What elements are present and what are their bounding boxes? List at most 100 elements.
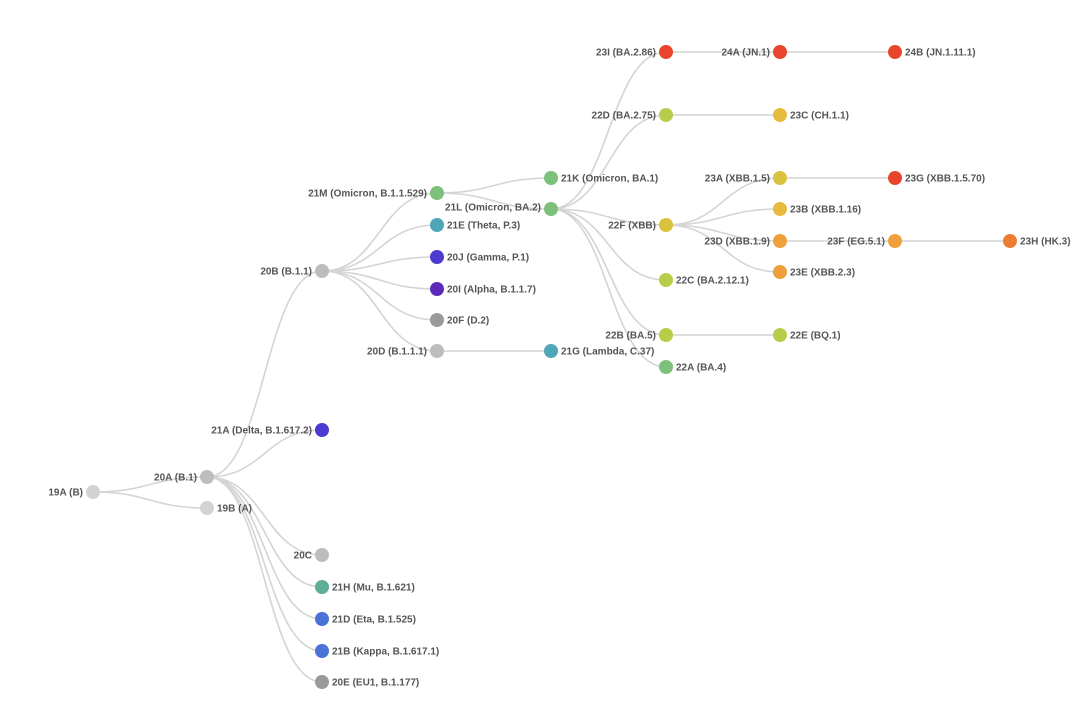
clade-node-21k[interactable] xyxy=(544,171,558,185)
clade-node-22b[interactable] xyxy=(659,328,673,342)
clade-node-23b[interactable] xyxy=(773,202,787,216)
clade-label-20e: 20E (EU1, B.1.177) xyxy=(332,678,419,689)
edge-20a-to-21h xyxy=(206,476,323,588)
clade-label-23b: 23B (XBB.1.16) xyxy=(790,205,861,216)
clade-label-23g: 23G (XBB.1.5.70) xyxy=(905,174,985,185)
edge-22f-to-23b xyxy=(665,208,781,226)
clade-node-20i[interactable] xyxy=(430,282,444,296)
edge-21l-to-23i xyxy=(550,51,667,210)
clade-label-23f: 23F (EG.5.1) xyxy=(827,237,885,248)
clade-label-19b: 19B (A) xyxy=(217,504,252,515)
clade-label-23c: 23C (CH.1.1) xyxy=(790,111,849,122)
clade-nodes xyxy=(86,45,1017,689)
edge-21l-to-22b xyxy=(550,208,667,336)
edge-19a-to-19b xyxy=(92,491,208,509)
clade-node-21a[interactable] xyxy=(315,423,329,437)
clade-label-24a: 24A (JN.1) xyxy=(721,48,770,59)
clade-label-20a: 20A (B.1) xyxy=(154,473,197,484)
clade-node-22d[interactable] xyxy=(659,108,673,122)
clade-label-23h: 23H (HK.3) xyxy=(1020,237,1071,248)
clade-node-24a[interactable] xyxy=(773,45,787,59)
clade-label-22b: 22B (BA.5) xyxy=(605,331,656,342)
edge-21l-to-22a xyxy=(550,208,667,368)
edge-20b-to-20i xyxy=(321,270,438,290)
clade-label-22e: 22E (BQ.1) xyxy=(790,331,841,342)
edge-20b-to-21e xyxy=(321,224,438,272)
clade-node-20f[interactable] xyxy=(430,313,444,327)
clade-node-23a[interactable] xyxy=(773,171,787,185)
edge-19a-to-20a xyxy=(92,476,208,493)
clade-node-21l[interactable] xyxy=(544,202,558,216)
clade-label-22a: 22A (BA.4) xyxy=(676,363,726,374)
clade-node-21m[interactable] xyxy=(430,186,444,200)
edge-21m-to-21l xyxy=(436,192,552,210)
clade-node-22a[interactable] xyxy=(659,360,673,374)
clade-node-20b[interactable] xyxy=(315,264,329,278)
edge-20a-to-20b xyxy=(206,270,323,478)
clade-node-21e[interactable] xyxy=(430,218,444,232)
clade-label-20j: 20J (Gamma, P.1) xyxy=(447,253,529,264)
edge-20b-to-20f xyxy=(321,270,438,321)
clade-node-23e[interactable] xyxy=(773,265,787,279)
clade-label-22d: 22D (BA.2.75) xyxy=(592,111,656,122)
clade-label-19a: 19A (B) xyxy=(48,488,83,499)
clade-node-20e[interactable] xyxy=(315,675,329,689)
clade-label-20b: 20B (B.1.1) xyxy=(260,267,312,278)
clade-label-21b: 21B (Kappa, B.1.617.1) xyxy=(332,647,439,658)
clade-node-19a[interactable] xyxy=(86,485,100,499)
clade-node-23f[interactable] xyxy=(888,234,902,248)
clade-label-20i: 20I (Alpha, B.1.1.7) xyxy=(447,285,536,296)
clade-label-23i: 23I (BA.2.86) xyxy=(596,48,656,59)
edge-21m-to-21k xyxy=(436,177,552,194)
clade-node-22f[interactable] xyxy=(659,218,673,232)
edge-20a-to-20c xyxy=(206,476,323,556)
clade-label-20d: 20D (B.1.1.1) xyxy=(367,347,427,358)
edge-22f-to-23e xyxy=(665,224,781,273)
clade-label-20c: 20C xyxy=(294,551,312,562)
edge-20a-to-20e xyxy=(206,476,323,683)
clade-label-21g: 21G (Lambda, C.37) xyxy=(561,347,654,358)
clade-node-23g[interactable] xyxy=(888,171,902,185)
clade-node-24b[interactable] xyxy=(888,45,902,59)
clade-label-21h: 21H (Mu, B.1.621) xyxy=(332,583,415,594)
clade-node-23h[interactable] xyxy=(1003,234,1017,248)
clade-node-22e[interactable] xyxy=(773,328,787,342)
clade-node-23d[interactable] xyxy=(773,234,787,248)
edge-20b-to-21m xyxy=(321,192,438,272)
clade-node-23i[interactable] xyxy=(659,45,673,59)
clade-node-21g[interactable] xyxy=(544,344,558,358)
clade-node-20d[interactable] xyxy=(430,344,444,358)
clade-label-21e: 21E (Theta, P.3) xyxy=(447,221,520,232)
edge-22f-to-23a xyxy=(665,177,781,226)
clade-node-21h[interactable] xyxy=(315,580,329,594)
clade-node-21d[interactable] xyxy=(315,612,329,626)
edge-22f-to-23d xyxy=(665,224,781,242)
clade-label-23a: 23A (XBB.1.5) xyxy=(705,174,770,185)
edge-21l-to-22c xyxy=(550,208,667,281)
clade-label-24b: 24B (JN.1.11.1) xyxy=(905,48,976,59)
edge-20a-to-21a xyxy=(206,429,323,478)
edge-20b-to-20j xyxy=(321,256,438,272)
edge-20b-to-20d xyxy=(321,270,438,352)
edge-20a-to-21b xyxy=(206,476,323,652)
clade-label-23d: 23D (XBB.1.9) xyxy=(704,237,770,248)
clade-node-20j[interactable] xyxy=(430,250,444,264)
clade-node-21b[interactable] xyxy=(315,644,329,658)
clade-label-21a: 21A (Delta, B.1.617.2) xyxy=(211,426,312,437)
clade-label-21m: 21M (Omicron, B.1.1.529) xyxy=(308,189,427,200)
clade-label-21k: 21K (Omicron, BA.1) xyxy=(561,174,658,185)
clade-label-23e: 23E (XBB.2.3) xyxy=(790,268,855,279)
clade-node-23c[interactable] xyxy=(773,108,787,122)
clade-edges xyxy=(92,51,1010,683)
clade-node-19b[interactable] xyxy=(200,501,214,515)
clade-label-20f: 20F (D.2) xyxy=(447,316,489,327)
clade-node-20a[interactable] xyxy=(200,470,214,484)
clade-label-22c: 22C (BA.2.12.1) xyxy=(676,276,749,287)
clade-node-20c[interactable] xyxy=(315,548,329,562)
edge-20a-to-21d xyxy=(206,476,323,620)
clade-node-22c[interactable] xyxy=(659,273,673,287)
clade-label-22f: 22F (XBB) xyxy=(608,221,656,232)
edge-21l-to-22d xyxy=(550,114,667,210)
clade-labels: 19A (B) 20A (B.1) 19B (A) 20B (B.1.1) 21A (D… xyxy=(48,48,1070,689)
